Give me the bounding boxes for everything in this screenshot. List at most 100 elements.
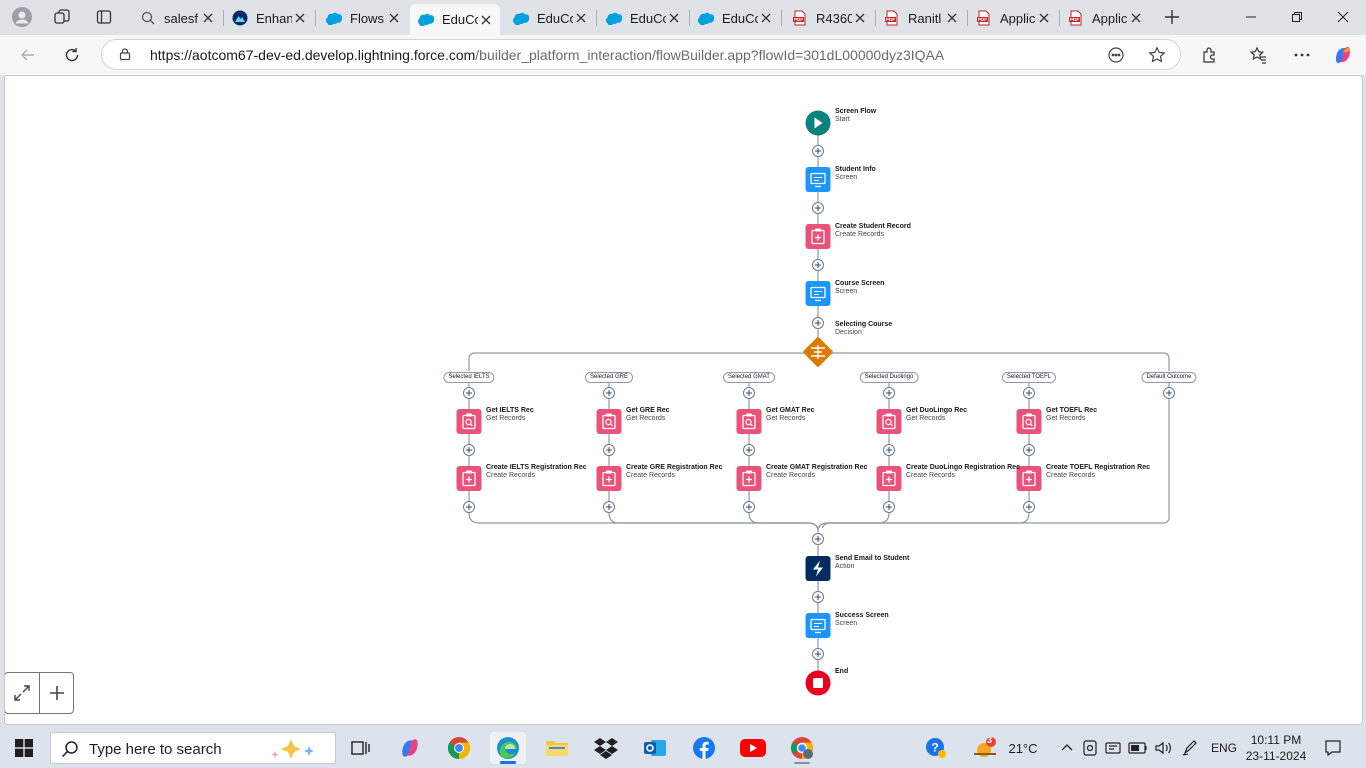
add-element-button[interactable] (1163, 387, 1175, 399)
dropbox-icon[interactable] (588, 732, 624, 764)
volume-icon[interactable] (1153, 736, 1173, 760)
add-element-button[interactable] (463, 444, 475, 456)
close-tab-icon[interactable] (852, 10, 868, 26)
close-tab-icon[interactable] (1036, 10, 1052, 26)
start-node[interactable] (805, 110, 831, 136)
close-tab-icon[interactable] (200, 10, 216, 26)
screen-element[interactable] (805, 167, 831, 192)
minimize-button[interactable] (1228, 0, 1274, 34)
get-records-element[interactable] (876, 409, 902, 434)
add-element-button[interactable] (812, 202, 824, 214)
chevron-up-icon[interactable] (1058, 736, 1076, 760)
chrome-profile-icon[interactable] (784, 732, 820, 764)
favorites-icon[interactable] (1243, 40, 1273, 70)
add-element-button[interactable] (883, 444, 895, 456)
screen-element[interactable] (805, 281, 831, 306)
camera-icon[interactable] (1081, 736, 1099, 760)
browser-tab[interactable]: EduCo (410, 4, 500, 35)
outcome-label[interactable]: Selected Duolingo (859, 372, 919, 383)
youtube-icon[interactable] (735, 732, 771, 764)
edge-icon[interactable] (490, 732, 526, 764)
copilot-icon[interactable] (1328, 40, 1358, 70)
create-records-element[interactable] (805, 224, 831, 249)
battery-icon[interactable] (1127, 736, 1149, 760)
add-element-button[interactable] (463, 501, 475, 513)
add-element-button[interactable] (463, 387, 475, 399)
add-element-button[interactable] (812, 591, 824, 603)
extensions-icon[interactable] (1195, 40, 1225, 70)
action-element[interactable] (805, 556, 831, 581)
help-icon[interactable]: ? (924, 736, 948, 760)
favorite-star-icon[interactable] (1148, 46, 1166, 69)
close-tab-icon[interactable] (478, 12, 494, 28)
create-records-element[interactable] (456, 466, 482, 491)
browser-tab[interactable]: EduCo (505, 4, 595, 32)
close-tab-icon[interactable] (666, 10, 682, 26)
add-element-button[interactable] (812, 533, 824, 545)
add-element-button[interactable] (603, 444, 615, 456)
add-element-button[interactable] (812, 145, 824, 157)
new-tab-button[interactable] (1158, 4, 1186, 30)
add-element-button[interactable] (603, 501, 615, 513)
add-element-button[interactable] (743, 444, 755, 456)
outcome-label[interactable]: Selected GMAT (723, 372, 775, 383)
close-tab-icon[interactable] (758, 10, 774, 26)
meet-now-icon[interactable] (1104, 736, 1122, 760)
add-element-button[interactable] (743, 387, 755, 399)
close-tab-icon[interactable] (944, 10, 960, 26)
task-view-icon[interactable] (342, 732, 378, 764)
notifications-icon[interactable] (1322, 736, 1344, 760)
add-element-button[interactable] (812, 317, 824, 329)
back-button[interactable] (13, 40, 43, 70)
clock[interactable]: 10:11 PM 23-11-2024 (1244, 732, 1308, 764)
decision-element[interactable] (802, 336, 833, 367)
facebook-icon[interactable] (686, 732, 722, 764)
site-info-icon[interactable] (118, 47, 132, 66)
temperature[interactable]: 21°C (1008, 740, 1038, 756)
close-window-button[interactable] (1320, 0, 1366, 34)
tab-actions-icon[interactable] (90, 4, 118, 30)
browser-tab[interactable]: EduCo (690, 4, 780, 32)
fit-view-icon[interactable] (5, 673, 39, 713)
create-records-element[interactable] (736, 466, 762, 491)
profile-icon[interactable] (8, 4, 36, 30)
add-element-button[interactable] (1023, 387, 1035, 399)
get-records-element[interactable] (1016, 409, 1042, 434)
get-records-element[interactable] (456, 409, 482, 434)
outcome-label[interactable]: Selected TOEFL (1001, 372, 1057, 383)
end-node[interactable] (805, 670, 831, 696)
refresh-button[interactable] (57, 40, 87, 70)
restore-button[interactable] (1274, 0, 1320, 34)
close-tab-icon[interactable] (1128, 10, 1144, 26)
chrome-icon[interactable] (441, 732, 477, 764)
pen-icon[interactable] (1180, 736, 1200, 760)
outcome-label[interactable]: Default Outcome (1141, 372, 1197, 383)
add-element-button[interactable] (812, 259, 824, 271)
weather-icon[interactable]: 3 (972, 735, 1000, 760)
add-element-button[interactable] (883, 501, 895, 513)
reading-mode-icon[interactable] (1107, 46, 1125, 69)
browser-tab[interactable]: Flows (318, 4, 408, 32)
create-records-element[interactable] (876, 466, 902, 491)
screen-element[interactable] (805, 613, 831, 638)
get-records-element[interactable] (736, 409, 762, 434)
taskbar-search[interactable]: Type here to search (50, 732, 336, 764)
get-records-element[interactable] (596, 409, 622, 434)
close-tab-icon[interactable] (573, 10, 589, 26)
close-tab-icon[interactable] (292, 10, 308, 26)
outcome-label[interactable]: Selected GRE (584, 372, 634, 383)
add-element-button[interactable] (743, 501, 755, 513)
language-indicator[interactable]: ENG (1210, 741, 1237, 755)
url-field[interactable]: https://aotcom67-dev-ed.develop.lightnin… (101, 39, 1181, 70)
windows-start-icon[interactable] (6, 732, 42, 764)
add-element-button[interactable] (1023, 501, 1035, 513)
file-explorer-icon[interactable] (539, 732, 575, 764)
add-element-button[interactable] (603, 387, 615, 399)
add-element-button[interactable] (812, 648, 824, 660)
browser-tab[interactable]: Enhan (224, 4, 314, 32)
